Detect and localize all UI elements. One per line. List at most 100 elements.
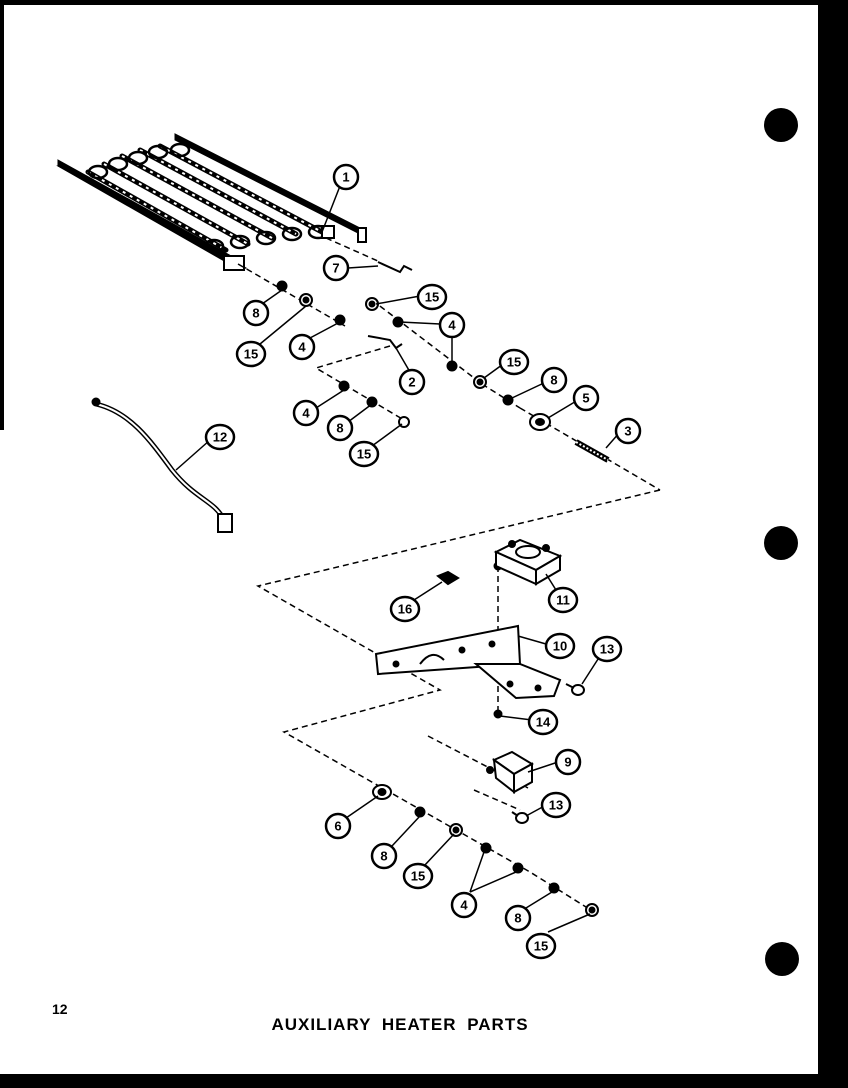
leader-lines bbox=[175, 185, 621, 933]
mounting-bracket bbox=[374, 624, 562, 700]
callout-bubble bbox=[544, 632, 576, 660]
callout-bubble bbox=[540, 366, 568, 394]
callout-label: 16 bbox=[398, 602, 412, 617]
callout-label: 7 bbox=[332, 261, 339, 276]
callout-bubble bbox=[242, 299, 270, 327]
callout-c8d: 8 bbox=[370, 842, 398, 870]
callout-label: 13 bbox=[549, 798, 563, 813]
callout-bubble bbox=[402, 862, 434, 890]
callout-label: 4 bbox=[302, 406, 310, 421]
callout-label: 8 bbox=[252, 306, 259, 321]
callout-bubble bbox=[398, 368, 426, 396]
callout-label: 5 bbox=[582, 391, 589, 406]
callout-label: 15 bbox=[425, 290, 439, 305]
nut-icon bbox=[366, 396, 378, 408]
insulator-and-stud bbox=[529, 413, 610, 463]
callout-bubble bbox=[326, 414, 354, 442]
callout-bubble bbox=[332, 163, 360, 191]
callout-bubble bbox=[292, 399, 320, 427]
callout-c15d: 15 bbox=[348, 440, 380, 468]
callout-c4c: 4 bbox=[292, 399, 320, 427]
washer-icon bbox=[302, 296, 310, 304]
binder-hole-middle bbox=[764, 526, 798, 560]
callout-label: 8 bbox=[550, 373, 557, 388]
callout-label: 15 bbox=[411, 869, 425, 884]
callout-bubble bbox=[288, 333, 316, 361]
page-title: AUXILIARY HEATER PARTS bbox=[271, 1015, 529, 1034]
limit-switch bbox=[493, 538, 563, 586]
callout-label: 4 bbox=[448, 318, 456, 333]
callout-label: 15 bbox=[507, 355, 521, 370]
binder-hole-top bbox=[764, 108, 798, 142]
nut-icon bbox=[512, 862, 524, 874]
callout-label: 15 bbox=[244, 347, 258, 362]
washer-icon bbox=[476, 378, 484, 386]
nut-icon bbox=[548, 882, 560, 894]
ceramic-insulator bbox=[372, 784, 392, 800]
callout-bubble bbox=[389, 595, 421, 623]
washer-icon bbox=[368, 300, 376, 308]
callout-c15a: 15 bbox=[416, 283, 448, 311]
callout-c13b: 13 bbox=[540, 791, 572, 819]
callout-bubble bbox=[525, 932, 557, 960]
callout-bubble bbox=[348, 440, 380, 468]
callout-label: 8 bbox=[380, 849, 387, 864]
callout-bubble bbox=[322, 254, 350, 282]
scan-border-bottom bbox=[0, 1074, 848, 1088]
nut-icon bbox=[338, 380, 350, 392]
callout-label: 15 bbox=[357, 447, 371, 462]
terminal-clips bbox=[367, 261, 413, 350]
callout-c3: 3 bbox=[614, 417, 642, 445]
callout-label: 4 bbox=[460, 898, 468, 913]
callout-c15e: 15 bbox=[402, 862, 434, 890]
callout-bubble bbox=[527, 708, 559, 736]
callout-c5: 5 bbox=[572, 384, 600, 412]
callout-c13a: 13 bbox=[591, 635, 623, 663]
callout-label: 12 bbox=[213, 430, 227, 445]
callout-bubble bbox=[554, 748, 582, 776]
callout-c8e: 8 bbox=[504, 904, 532, 932]
relay bbox=[486, 750, 534, 795]
nut-icon bbox=[276, 280, 288, 292]
scan-border-left bbox=[0, 0, 4, 430]
callout-c4b: 4 bbox=[288, 333, 316, 361]
callout-c4a: 4 bbox=[438, 311, 466, 339]
callout-label: 11 bbox=[556, 593, 570, 608]
callout-bubble bbox=[370, 842, 398, 870]
callout-label: 15 bbox=[534, 939, 548, 954]
callout-c9: 9 bbox=[554, 748, 582, 776]
callout-c14: 14 bbox=[527, 708, 559, 736]
nut-icon bbox=[414, 806, 426, 818]
nut-icon bbox=[493, 709, 503, 719]
callout-c8c: 8 bbox=[326, 414, 354, 442]
callout-label: 8 bbox=[514, 911, 521, 926]
callout-c2: 2 bbox=[398, 368, 426, 396]
binder-hole-bottom bbox=[765, 942, 799, 976]
callout-label: 14 bbox=[536, 715, 551, 730]
mounting-clip bbox=[436, 570, 460, 586]
callout-c7: 7 bbox=[322, 254, 350, 282]
callout-c11: 11 bbox=[547, 586, 579, 614]
page-number: 12 bbox=[52, 1001, 68, 1017]
callout-bubble bbox=[498, 348, 530, 376]
nut-icon bbox=[446, 360, 458, 372]
callout-label: 9 bbox=[564, 755, 571, 770]
callout-c8a: 8 bbox=[242, 299, 270, 327]
scan-border-right bbox=[818, 0, 848, 1088]
callout-label: 1 bbox=[342, 170, 349, 185]
callout-label: 3 bbox=[624, 424, 631, 439]
scan-border-top bbox=[0, 0, 848, 5]
nut-icon bbox=[480, 842, 492, 854]
callout-c1: 1 bbox=[332, 163, 360, 191]
callout-label: 13 bbox=[600, 642, 614, 657]
washer-icon bbox=[452, 826, 460, 834]
washer-icon bbox=[588, 906, 596, 914]
callout-bubble bbox=[591, 635, 623, 663]
callout-bubble bbox=[416, 283, 448, 311]
assembly-lines bbox=[237, 237, 661, 913]
callout-bubble bbox=[324, 812, 352, 840]
callout-bubble bbox=[614, 417, 642, 445]
